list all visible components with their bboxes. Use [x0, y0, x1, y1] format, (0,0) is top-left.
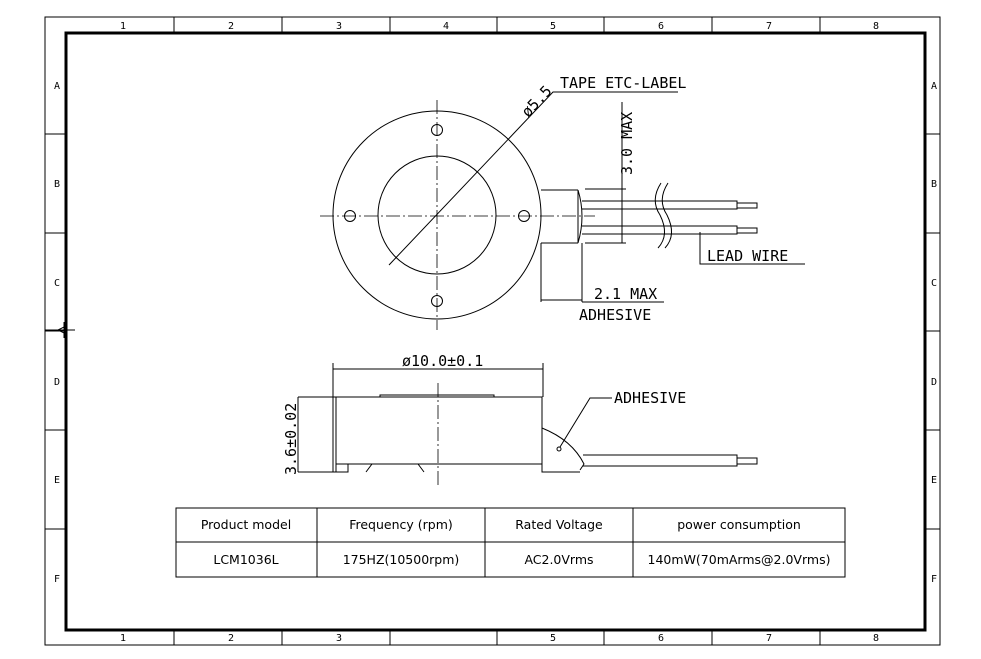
grid-row: B: [54, 179, 60, 190]
grid-col: 5: [550, 633, 556, 644]
lead-wire-callout: LEAD WIRE: [707, 247, 788, 265]
grid-row: A: [54, 81, 60, 92]
spec-table: Product model Frequency (rpm) Rated Volt…: [175, 507, 846, 578]
tape-label-callout: TAPE ETC-LABEL: [560, 74, 686, 92]
grid-col: 7: [766, 21, 772, 32]
grid-row: F: [54, 574, 60, 585]
grid-col: 1: [120, 21, 126, 32]
grid-row: B: [931, 179, 937, 190]
adhesive-leader: [559, 397, 612, 448]
header-rated-voltage: Rated Voltage: [515, 517, 603, 532]
grid-col: 3: [336, 633, 342, 644]
grid-col: 3: [336, 21, 342, 32]
adhesive-callout: ADHESIVE: [579, 306, 651, 324]
grid-row-labels-right: A B C D E F: [931, 81, 937, 585]
diameter-dimension-lines: [332, 363, 544, 472]
grid-col: 8: [873, 633, 879, 644]
header-product-model: Product model: [201, 517, 291, 532]
grid-column-labels-top: 1 2 3 4 5 6 7 8: [120, 21, 879, 32]
adhesive-side: [541, 427, 585, 471]
break-lines: [654, 182, 672, 249]
thickness-dimension: 3.6±0.02: [282, 403, 300, 475]
grid-row-labels-left: A B C D E F: [54, 81, 60, 585]
grid-col: 5: [550, 21, 556, 32]
height-dimension-lines: [585, 102, 626, 244]
grid-row: C: [931, 278, 937, 289]
grid-row: F: [931, 574, 937, 585]
outer-diameter-dimension: ø10.0±0.1: [402, 352, 483, 370]
body-base: [335, 463, 580, 473]
side-view: ø10.0±0.1 3.6±0.02 ADHESIVE: [282, 352, 758, 485]
grid-row: A: [931, 81, 937, 92]
grid-col: 1: [120, 633, 126, 644]
centerlines: [320, 100, 595, 330]
drawing-frame: [44, 16, 941, 646]
diameter-leader: [388, 91, 678, 266]
header-power-consumption: power consumption: [677, 517, 801, 532]
adhesive-width-dimension: 2.1 MAX: [594, 285, 657, 303]
grid-column-labels-bottom: 1 2 3 5 6 7 8: [120, 633, 879, 644]
grid-col: 8: [873, 21, 879, 32]
grid-row: E: [931, 475, 937, 486]
cell-rated-voltage: AC2.0Vrms: [524, 552, 593, 567]
inner-diameter-dimension: ø5.5: [518, 82, 556, 121]
grid-col: 6: [658, 633, 664, 644]
grid-col: 4: [443, 21, 449, 32]
grid-col: 2: [228, 21, 234, 32]
adhesive-side-callout: ADHESIVE: [614, 389, 686, 407]
cell-frequency: 175HZ(10500rpm): [343, 552, 460, 567]
grid-col: 7: [766, 633, 772, 644]
grid-row: D: [54, 377, 60, 388]
motor-body: [335, 394, 543, 465]
height-dimension: 3.0 MAX: [618, 112, 636, 175]
grid-row: E: [54, 475, 60, 486]
cell-product-model: LCM1036L: [213, 552, 278, 567]
header-frequency: Frequency (rpm): [349, 517, 453, 532]
side-lead-wire: [583, 454, 758, 467]
adhesive-block: [541, 189, 583, 244]
grid-ticks: [45, 17, 940, 645]
wire-tips: [737, 202, 758, 234]
lead-wire-leader: [699, 232, 805, 265]
adhesive-width-dimension-lines: [540, 243, 664, 303]
lead-wires: [582, 200, 738, 235]
top-view: ø5.5 TAPE ETC-LABEL LEAD WIRE 3.0 MAX 2.…: [320, 74, 805, 330]
grid-row: D: [931, 377, 937, 388]
grid-col: 6: [658, 21, 664, 32]
cell-power-consumption: 140mW(70mArms@2.0Vrms): [648, 552, 831, 567]
thickness-dimension-lines: [297, 396, 336, 473]
grid-row: C: [54, 278, 60, 289]
grid-col: 2: [228, 633, 234, 644]
